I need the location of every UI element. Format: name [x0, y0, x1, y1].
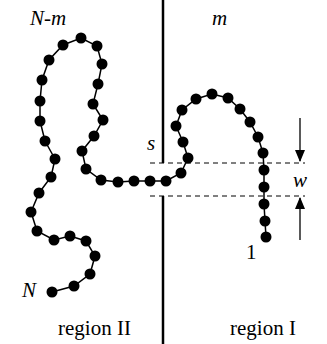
monomer-bead	[161, 176, 172, 187]
monomer-bead	[97, 59, 108, 70]
monomer-bead	[90, 251, 101, 262]
monomer-bead	[145, 176, 156, 187]
monomer-bead	[191, 94, 202, 105]
monomer-bead	[183, 153, 194, 164]
monomer-bead	[88, 99, 99, 110]
monomer-bead	[260, 216, 271, 227]
monomer-bead	[44, 55, 55, 66]
monomer-bead	[171, 121, 182, 132]
region-label: region I	[230, 318, 296, 339]
monomer-label: N	[22, 280, 36, 301]
monomer-bead	[258, 148, 269, 159]
monomer-bead	[176, 168, 187, 179]
arrow-head	[295, 197, 305, 209]
dimension-label: w	[293, 170, 307, 191]
monomer-bead	[65, 231, 76, 242]
monomer-bead	[259, 182, 270, 193]
monomer-bead	[85, 269, 96, 280]
monomer-bead	[92, 41, 103, 52]
region-label: region II	[58, 318, 131, 339]
monomer-bead	[235, 104, 246, 115]
membrane-wall	[162, 0, 165, 163]
monomer-label: s	[147, 133, 155, 154]
monomer-bead	[49, 235, 60, 246]
monomer-bead	[261, 232, 272, 243]
monomer-bead	[32, 226, 43, 237]
monomer-bead	[35, 116, 46, 127]
monomer-bead	[93, 79, 104, 90]
monomer-bead	[76, 33, 87, 44]
monomer-bead	[259, 165, 270, 176]
monomer-bead	[26, 207, 37, 218]
monomer-bead	[50, 154, 61, 165]
monomer-bead	[35, 96, 46, 107]
monomer-bead	[96, 175, 107, 186]
monomer-bead	[177, 105, 188, 116]
monomer-bead	[77, 146, 88, 157]
monomer-bead	[223, 93, 234, 104]
monomer-bead	[113, 177, 124, 188]
monomer-bead	[81, 236, 92, 247]
region-count: N-m	[30, 8, 66, 29]
monomer-bead	[253, 132, 264, 143]
monomer-bead	[89, 131, 100, 142]
monomer-bead	[207, 89, 218, 100]
chain-backbone	[31, 38, 266, 292]
monomer-label: 1	[246, 242, 257, 263]
monomer-bead	[37, 75, 48, 86]
monomer-bead	[46, 172, 57, 183]
monomer-bead	[34, 188, 45, 199]
monomer-bead	[58, 40, 69, 51]
pore-boundary	[150, 163, 305, 164]
monomer-bead	[129, 176, 140, 187]
arrow-head	[295, 150, 305, 162]
monomer-bead	[259, 199, 270, 210]
monomer-bead	[40, 136, 51, 147]
monomer-bead	[81, 164, 92, 175]
monomer-bead	[47, 287, 58, 298]
region-count: m	[212, 8, 227, 29]
monomer-bead	[178, 137, 189, 148]
monomer-bead	[98, 115, 109, 126]
pore-boundary	[150, 196, 305, 197]
monomer-bead	[245, 117, 256, 128]
polymer-chain	[26, 33, 272, 298]
membrane-wall	[162, 196, 165, 344]
monomer-bead	[69, 281, 80, 292]
